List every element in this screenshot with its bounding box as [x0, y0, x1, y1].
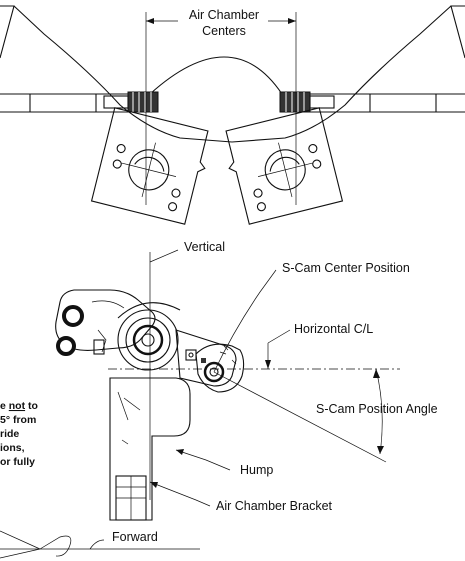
axle-housing: [0, 5, 465, 143]
note-line5: or fully: [0, 456, 35, 468]
s-cam-angle-line: [213, 371, 387, 463]
air-chamber-bracket-body: [109, 377, 191, 521]
air-chamber-centers-label-line1: Air Chamber: [189, 8, 259, 22]
right-pushrod-thread: [279, 91, 335, 113]
s-cam-center-position-label: S-Cam Center Position: [282, 261, 410, 275]
air-chamber-bracket-label: Air Chamber Bracket: [216, 499, 333, 513]
horizontal-cl-label: Horizontal C/L: [294, 322, 373, 336]
air-chamber-bracket-leader: [149, 481, 211, 507]
note-line3: ride: [0, 428, 19, 440]
slack-adjuster-arm: [55, 289, 237, 387]
note-line2: 5° from: [0, 414, 36, 426]
s-cam-clevis: [195, 343, 245, 393]
cut-off-note: e not to 5° from ride ions, or fully: [0, 400, 38, 468]
note-line4: ions,: [0, 442, 25, 454]
forward-arrow: [0, 530, 200, 559]
forward-label: Forward: [112, 530, 158, 544]
air-chamber-centers-label-line2: Centers: [202, 24, 246, 38]
vertical-label: Vertical: [184, 240, 225, 254]
air-chamber-centers-dimension: [145, 12, 297, 205]
s-cam-center-leader: [213, 269, 277, 373]
hump-leader: [175, 449, 231, 471]
note-line1: e not to: [0, 400, 38, 412]
right-brake-chamber-plate: [225, 107, 344, 225]
left-pushrod-thread: [103, 91, 159, 113]
s-cam-position-angle-label: S-Cam Position Angle: [316, 402, 438, 416]
left-brake-chamber-plate: [90, 107, 209, 225]
hump-label: Hump: [240, 463, 273, 477]
